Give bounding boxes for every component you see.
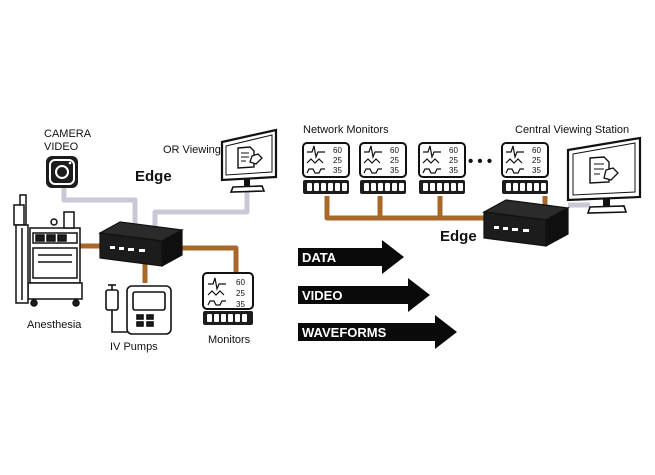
network-monitor-value-2: 25 <box>532 156 541 165</box>
edge-device-left <box>98 221 184 268</box>
network-monitor-value-3: 35 <box>532 166 541 175</box>
monitor-value-2: 25 <box>236 289 245 298</box>
monitors-label: Monitors <box>208 334 251 346</box>
patient-monitor-icon: 60 25 35 <box>202 272 254 325</box>
arrow-video-label: VIDEO <box>302 288 342 303</box>
network-monitor-value-2: 25 <box>333 156 342 165</box>
network-monitor-value-1: 60 <box>390 146 399 155</box>
anesthesia-machine-icon <box>13 194 83 307</box>
anesthesia-label: Anesthesia <box>27 319 82 331</box>
network-monitor-value-2: 25 <box>390 156 399 165</box>
network-monitor-value-3: 35 <box>333 166 342 175</box>
video-links <box>61 187 250 228</box>
monitor-value-3: 35 <box>236 300 245 309</box>
arrow-data-label: DATA <box>302 250 337 265</box>
iv-pumps-label: IV Pumps <box>110 341 158 353</box>
edge-device-right <box>482 199 570 248</box>
monitors-link <box>180 245 239 273</box>
camera-label-line2: VIDEO <box>44 141 79 153</box>
network-monitor-value-3: 35 <box>449 166 458 175</box>
arrow-waveforms: WAVEFORMS <box>298 315 457 349</box>
camera-label-line1: CAMERA <box>44 128 92 140</box>
network-monitors-label: Network Monitors <box>303 124 389 136</box>
central-viewing-display-icon <box>566 136 642 214</box>
network-monitor-value-2: 25 <box>449 156 458 165</box>
arrow-video: VIDEO <box>298 278 430 312</box>
or-viewing-link <box>152 192 250 228</box>
arrow-data: DATA <box>298 240 404 274</box>
arrow-waveforms-label: WAVEFORMS <box>302 325 387 340</box>
edge-label-right: Edge <box>440 228 477 245</box>
camera-icon <box>46 156 78 188</box>
monitor-value-1: 60 <box>236 278 245 287</box>
network-monitor-value-3: 35 <box>390 166 399 175</box>
network-monitor-value-1: 60 <box>333 146 342 155</box>
or-viewing-label: OR Viewing <box>163 144 221 156</box>
camera-edge-link <box>61 187 138 228</box>
iv-pump-icon <box>105 284 172 335</box>
network-monitor-value-1: 60 <box>532 146 541 155</box>
network-monitor-value-1: 60 <box>449 146 458 155</box>
or-viewing-display-icon <box>220 128 278 193</box>
ellipsis: • • • <box>468 153 492 170</box>
central-viewing-station-label: Central Viewing Station <box>515 124 629 136</box>
edge-label-left: Edge <box>135 168 172 185</box>
